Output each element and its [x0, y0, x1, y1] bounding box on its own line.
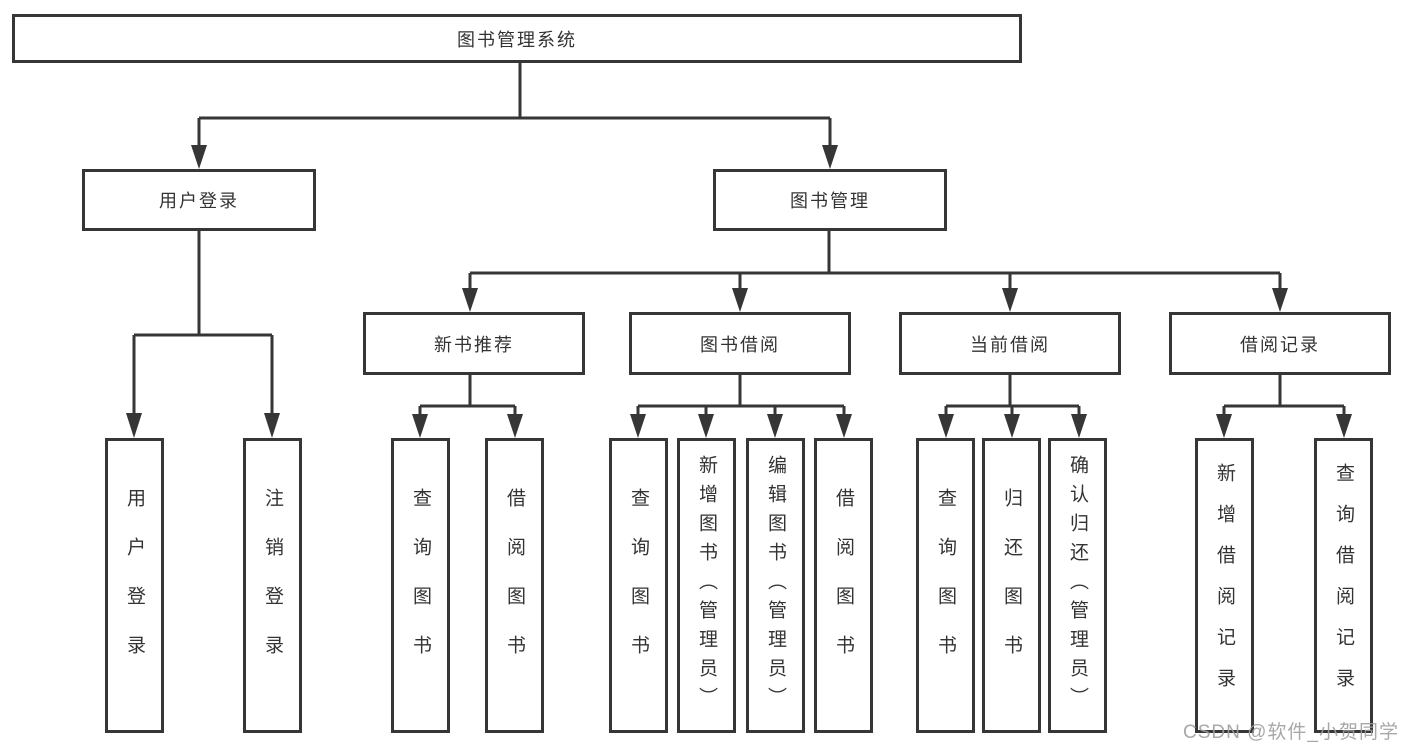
leaf-borrow-query-books: 查询图书 — [609, 438, 668, 733]
leaf-user-login: 用户登录 — [105, 438, 164, 733]
node-current-borrow: 当前借阅 — [899, 312, 1121, 375]
node-current-borrow-label: 当前借阅 — [970, 334, 1050, 355]
node-borrow-records: 借阅记录 — [1169, 312, 1391, 375]
node-borrow-records-label: 借阅记录 — [1240, 334, 1320, 355]
node-user-login-module: 用户登录 — [82, 169, 316, 231]
leaf-borrow-borrow-books: 借阅图书 — [814, 438, 873, 733]
node-book-borrow-label: 图书借阅 — [700, 334, 780, 355]
node-new-book-recommend-label: 新书推荐 — [434, 334, 514, 355]
leaf-borrow-add-books-admin: 新增图书（管理员） — [677, 438, 736, 733]
node-new-book-recommend: 新书推荐 — [363, 312, 585, 375]
leaf-current-query-books: 查询图书 — [916, 438, 975, 733]
leaf-records-query-record: 查询借阅记录 — [1314, 438, 1373, 733]
leaf-borrow-edit-books-admin: 编辑图书（管理员） — [746, 438, 805, 733]
leaf-records-add-record: 新增借阅记录 — [1195, 438, 1254, 733]
node-book-management-module: 图书管理 — [713, 169, 947, 231]
arrowheads — [126, 145, 1352, 438]
node-root-system: 图书管理系统 — [12, 14, 1022, 63]
node-root-system-label: 图书管理系统 — [457, 29, 577, 50]
leaf-newbook-borrow-books: 借阅图书 — [485, 438, 544, 733]
leaf-current-return-books: 归还图书 — [982, 438, 1041, 733]
node-user-login-module-label: 用户登录 — [159, 191, 239, 211]
leaf-current-confirm-return-admin: 确认归还（管理员） — [1048, 438, 1107, 733]
leaf-newbook-query-books: 查询图书 — [391, 438, 450, 733]
leaf-logout: 注销登录 — [243, 438, 302, 733]
node-book-borrow: 图书借阅 — [629, 312, 851, 375]
node-book-management-module-label: 图书管理 — [790, 191, 870, 211]
csdn-watermark: CSDN @软件_小贺同学 — [1183, 722, 1399, 743]
